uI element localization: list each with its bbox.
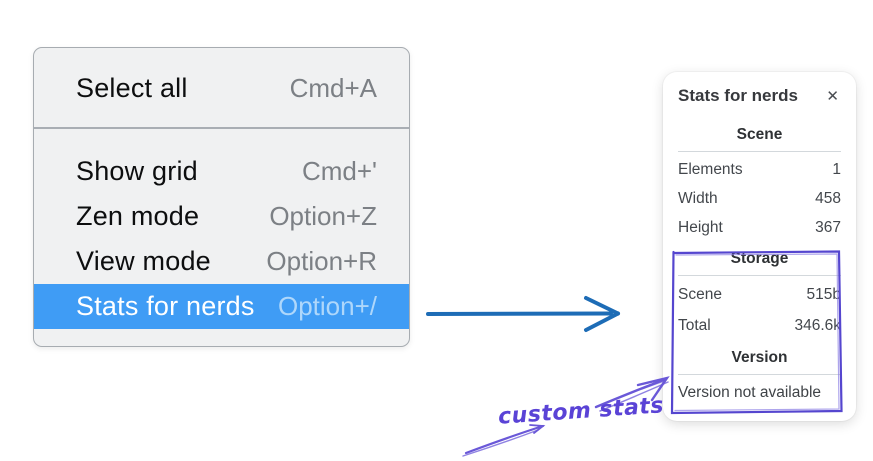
- stats-panel-title: Stats for nerds: [678, 86, 798, 105]
- close-icon[interactable]: ✕: [826, 87, 839, 105]
- stat-row-width: Width 458: [678, 184, 841, 213]
- section-heading-scene: Scene: [736, 126, 783, 143]
- blue-arrow-icon: [426, 296, 620, 332]
- stat-row-scene-storage: Scene 515b: [678, 279, 841, 310]
- section-divider: [678, 374, 841, 375]
- menu-item-view-mode[interactable]: View mode Option+R: [34, 239, 409, 284]
- stat-row-elements: Elements 1: [678, 155, 841, 184]
- menu-item-shortcut: Cmd+': [301, 156, 377, 186]
- stat-value: 367: [815, 218, 841, 236]
- stats-panel-header: Stats for nerds ✕: [678, 86, 841, 106]
- section-heading-storage: Storage: [730, 250, 789, 267]
- menu-item-shortcut: Option+Z: [269, 201, 377, 231]
- annotation-label: custom stats: [497, 393, 665, 430]
- section-divider: [678, 151, 841, 152]
- menu-item-zen-mode[interactable]: Zen mode Option+Z: [34, 194, 409, 239]
- context-menu: Select all Cmd+A Show grid Cmd+' Zen mod…: [33, 47, 410, 347]
- annotation-arrow-left-icon: [462, 424, 546, 457]
- menu-item-label: Stats for nerds: [76, 291, 255, 321]
- stat-label: Height: [678, 218, 723, 236]
- stat-value: 515b: [806, 285, 841, 303]
- section-heading-version: Version: [731, 349, 788, 366]
- menu-item-label: View mode: [76, 246, 211, 276]
- menu-separator: [34, 127, 409, 129]
- menu-item-label: Show grid: [76, 156, 198, 186]
- menu-item-shortcut: Option+R: [266, 246, 377, 276]
- menu-item-shortcut: Option+/: [277, 291, 377, 321]
- menu-item-label: Select all: [76, 73, 188, 103]
- menu-item-show-grid[interactable]: Show grid Cmd+': [34, 149, 409, 194]
- menu-item-select-all[interactable]: Select all Cmd+A: [34, 66, 409, 111]
- stat-value: 1: [832, 160, 841, 178]
- stat-label: Scene: [678, 285, 722, 303]
- stat-row-total-storage: Total 346.6k: [678, 310, 841, 341]
- stat-label: Elements: [678, 160, 743, 178]
- stat-value: 346.6k: [794, 316, 841, 334]
- version-note: Version not available: [678, 384, 822, 401]
- menu-item-stats-for-nerds[interactable]: Stats for nerds Option+/: [34, 284, 409, 329]
- menu-item-label: Zen mode: [76, 201, 200, 231]
- stats-panel: Stats for nerds ✕ Scene Elements 1 Width…: [663, 72, 856, 421]
- stat-row-height: Height 367: [678, 213, 841, 242]
- stat-value: 458: [815, 189, 841, 207]
- stat-label: Total: [678, 316, 711, 334]
- stat-label: Width: [678, 189, 718, 207]
- menu-item-shortcut: Cmd+A: [289, 73, 377, 103]
- section-divider: [678, 275, 841, 276]
